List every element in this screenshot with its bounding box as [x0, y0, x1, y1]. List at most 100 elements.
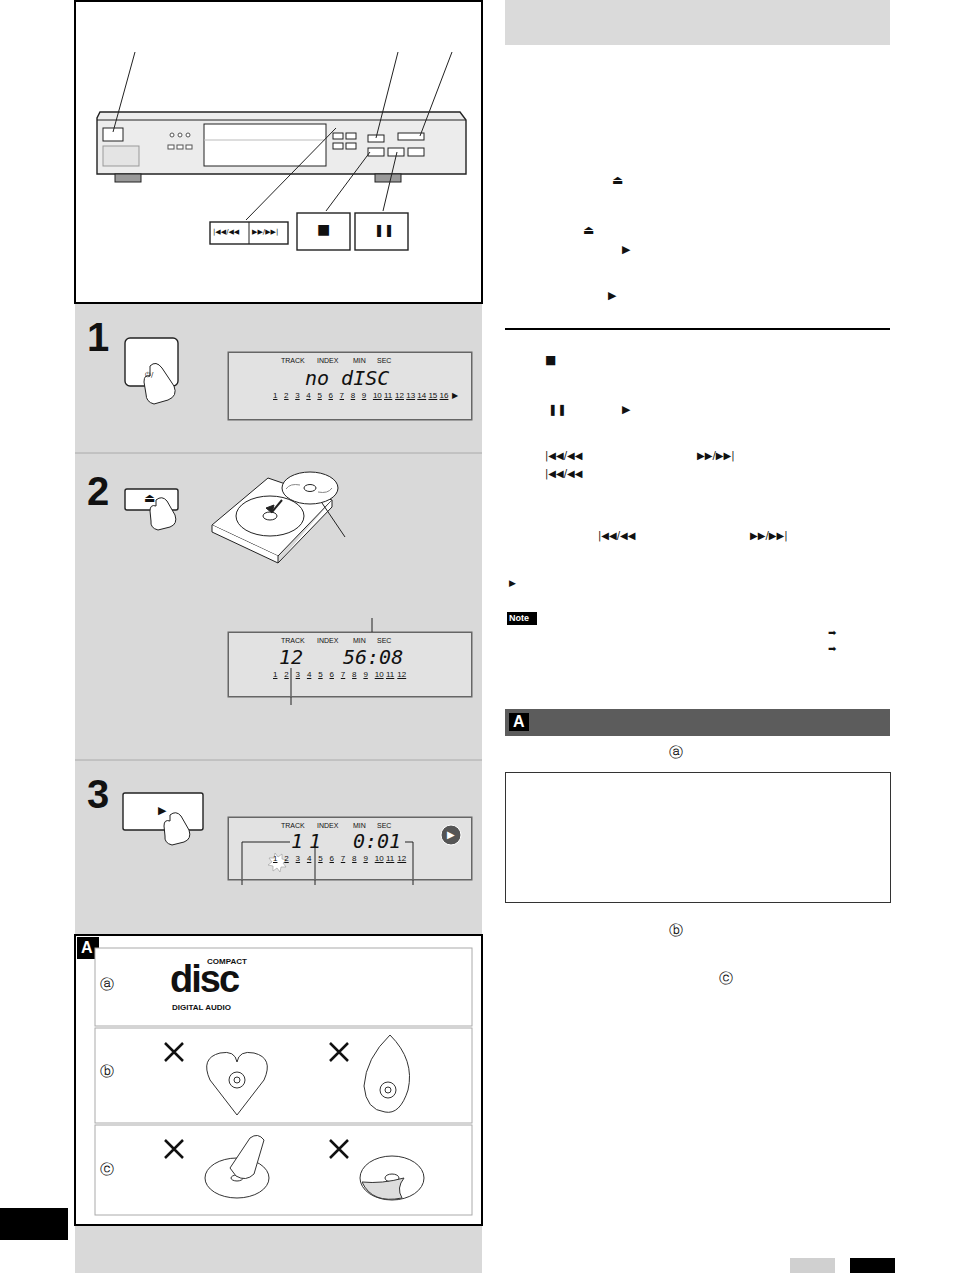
label: 4	[307, 671, 311, 679]
step-panel: 3TRACKINDEXMINSEC110:01	[75, 760, 482, 935]
node-text: 1	[291, 831, 303, 851]
label: 11	[386, 855, 394, 863]
column-ground	[75, 303, 482, 1273]
label: 3	[295, 392, 299, 400]
label: ▶	[622, 244, 630, 255]
label: ⓒ	[719, 971, 733, 985]
label: ⓒ	[100, 1162, 114, 1176]
label: ▶	[622, 404, 630, 415]
label: ⓑ	[100, 1064, 114, 1078]
label: 9	[363, 671, 367, 679]
cd-player	[97, 52, 466, 250]
node-text: 0:01	[353, 831, 401, 851]
label: 12	[397, 671, 406, 679]
label: 7	[341, 671, 345, 679]
label: ▶▶/▶▶|	[750, 531, 788, 541]
label: 5	[318, 671, 322, 679]
label: 2	[284, 855, 288, 863]
label: ▶	[509, 579, 516, 588]
leader-lines	[242, 618, 413, 885]
label: 12	[395, 392, 404, 400]
label: 8	[352, 855, 356, 863]
node-text: MIN	[353, 822, 366, 829]
step-buttons	[123, 338, 203, 845]
divider	[75, 453, 482, 454]
page-tab	[790, 1258, 835, 1273]
step-panel: A	[75, 935, 482, 1225]
node-text: Note	[509, 614, 529, 623]
label: ▶	[158, 805, 166, 816]
disc-tray	[212, 472, 345, 563]
display-window: TRACKINDEXMINSEC1256:08	[228, 632, 472, 697]
label: ▶▶/▶▶|	[697, 451, 735, 461]
node-text: 2	[87, 471, 109, 511]
node-text: SEC	[377, 822, 391, 829]
divider	[75, 760, 482, 761]
label: 4	[306, 392, 310, 400]
label: 7	[340, 392, 344, 400]
label: |◀◀/◀◀	[598, 531, 636, 541]
label: ⓐ	[669, 745, 683, 759]
label: |◀◀/◀◀	[545, 469, 583, 479]
label: 10	[375, 671, 384, 679]
label: 1	[273, 855, 277, 863]
label: ❚❚	[548, 404, 566, 415]
label: ▶	[452, 392, 458, 400]
node-text: TRACK	[281, 637, 305, 644]
label: ■	[317, 222, 330, 236]
label: 5	[318, 855, 322, 863]
label: 16	[440, 392, 449, 400]
display-panel	[228, 352, 472, 420]
node-text: INDEX	[317, 637, 338, 644]
node-text: INDEX	[317, 822, 338, 829]
display-panel	[228, 632, 472, 697]
player-frame	[75, 1, 482, 303]
label: ▶▶/▶▶|	[252, 229, 278, 236]
rule	[505, 328, 890, 330]
label: ➡	[828, 644, 836, 654]
label: ■	[545, 354, 556, 366]
display-window: TRACKINDEXMINSECno dISC	[228, 352, 472, 420]
label: 3	[296, 671, 300, 679]
node-text: A	[509, 713, 529, 731]
bad-discs	[205, 1035, 424, 1200]
node-text: INDEX	[317, 357, 338, 364]
label: 4	[307, 855, 311, 863]
label: 3	[296, 855, 300, 863]
label: ▶	[608, 290, 616, 301]
page-tab	[0, 1208, 68, 1240]
node-text: 12	[279, 647, 303, 667]
node-text: MIN	[353, 357, 366, 364]
label: 11	[386, 671, 394, 679]
step-panel: 1TRACKINDEXMINSECno dISC	[75, 303, 482, 453]
label: 6	[329, 392, 333, 400]
label: ➡	[828, 628, 836, 638]
boxed-note	[506, 773, 891, 903]
label: 6	[330, 855, 334, 863]
label: 1	[273, 392, 277, 400]
label: ❚❚	[374, 224, 394, 236]
label: ⏻/	[145, 372, 153, 379]
label: 9	[363, 855, 367, 863]
node-text: 1	[87, 317, 109, 357]
play-indicator	[441, 825, 461, 845]
node-text: SEC	[377, 357, 391, 364]
label: ⓑ	[669, 923, 683, 937]
display-panel	[228, 817, 472, 880]
label: ⏏	[583, 224, 594, 236]
label: 2	[284, 671, 288, 679]
label: ⏏	[612, 174, 623, 186]
step-panel: Note	[507, 612, 537, 625]
node-text: A	[81, 940, 93, 956]
step-panel: 2TRACKINDEXMINSEC1256:08	[75, 453, 482, 760]
label: 7	[341, 855, 345, 863]
label: 8	[351, 392, 355, 400]
label: DIGITAL AUDIO	[172, 1004, 231, 1012]
label: |◀◀/◀◀	[213, 229, 239, 236]
panel-a-frame	[75, 935, 482, 1225]
label: 1	[273, 671, 277, 679]
label: 5	[317, 392, 321, 400]
label: ▶	[447, 830, 455, 840]
node-text: TRACK	[281, 357, 305, 364]
